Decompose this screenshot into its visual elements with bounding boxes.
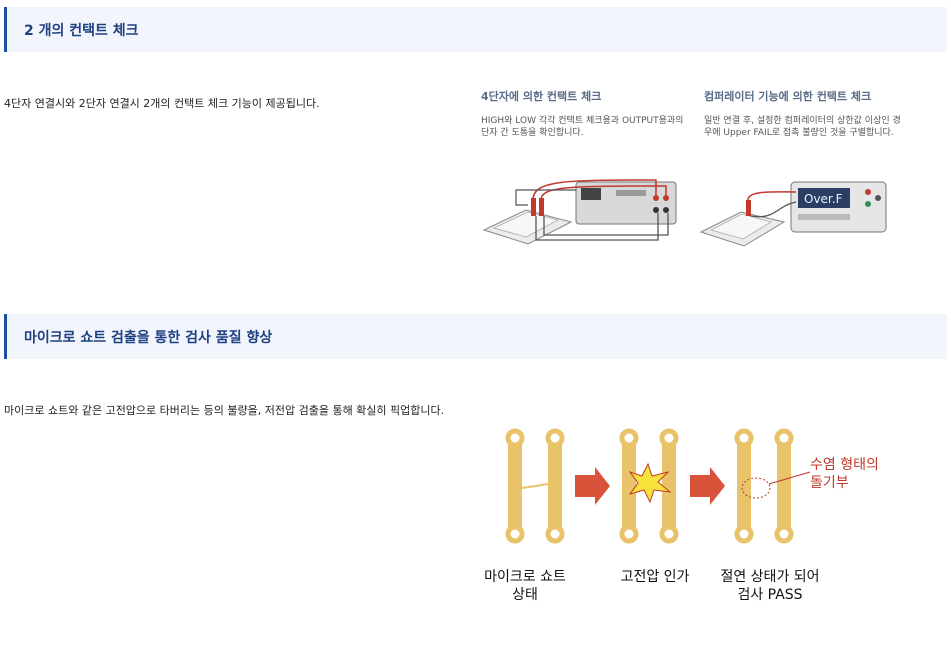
electrode-pair-short <box>505 428 565 544</box>
four-terminal-body: HIGH와 LOW 각각 컨택트 체크용과 OUTPUT용과의 단자 간 도통을… <box>481 116 684 138</box>
section-title: 마이크로 쇼트 검출을 통한 검사 품질 향상 <box>24 329 273 346</box>
display-readout: Over.F <box>804 192 843 206</box>
micro-short-figure: 마이크로 쇼트 상태 고전압 인가 절연 상태가 되어 검사 PASS 수염 형… <box>480 420 920 620</box>
label-micro-short-state: 마이크로 쇼트 상태 <box>484 569 566 603</box>
section-title: 2 개의 컨택트 체크 <box>24 22 139 39</box>
electrode-pair-insulated <box>734 428 811 544</box>
section-header-micro-short: 마이크로 쇼트 검출을 통한 검사 품질 향상 <box>4 314 947 359</box>
comparator-body: 일반 연결 후, 설정한 컴퍼레이터의 상한값 이상인 경우에 Upper FA… <box>704 116 901 138</box>
electrode-pair-high-voltage <box>619 428 679 544</box>
section-header-contact-check: 2 개의 컨택트 체크 <box>4 7 947 52</box>
spark-icon <box>628 462 672 504</box>
contact-check-figure: 4단자에 의한 컨택트 체크 HIGH와 LOW 각각 컨택트 체크용과 OUT… <box>476 88 916 258</box>
four-terminal-title: 4단자에 의한 컨택트 체크 <box>481 90 602 103</box>
wiring-illustration: Over.F <box>482 179 887 247</box>
comparator-title: 컴퍼레이터 기능에 의한 컨택트 체크 <box>704 90 872 103</box>
electrode-illustration <box>505 428 811 544</box>
four-terminal-column: 4단자에 의한 컨택트 체크 HIGH와 LOW 각각 컨택트 체크용과 OUT… <box>481 88 686 139</box>
label-insulated-pass: 절연 상태가 되어 검사 PASS <box>720 569 820 603</box>
arrow-right-icon <box>690 467 725 505</box>
section-description: 마이크로 쇼트와 같은 고전압으로 타버리는 등의 불량을, 저전압 검출을 통… <box>4 404 445 417</box>
label-high-voltage: 고전압 인가 <box>620 569 690 585</box>
comparator-column: 컴퍼레이터 기능에 의한 컨택트 체크 일반 연결 후, 설정한 컴퍼레이터의 … <box>704 88 909 139</box>
section-description: 4단자 연결시와 2단자 연결시 2개의 컨택트 체크 기능이 제공됩니다. <box>4 97 320 110</box>
arrow-right-icon <box>575 467 610 505</box>
whisker-note: 수염 형태의 돌기부 <box>810 457 879 491</box>
